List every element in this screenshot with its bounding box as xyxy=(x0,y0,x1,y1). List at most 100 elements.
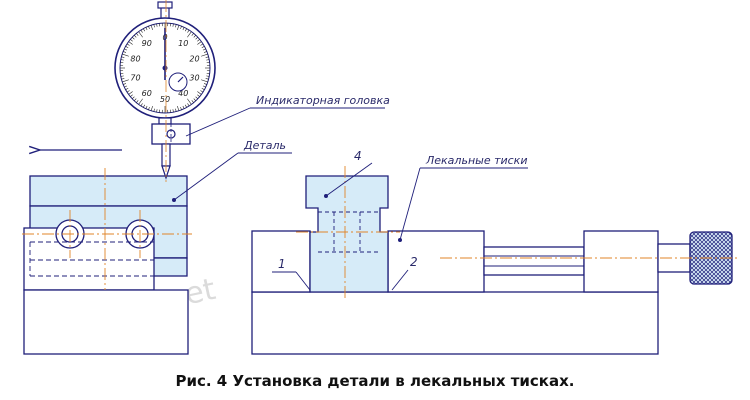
dial-tick xyxy=(203,51,207,53)
dial-tick xyxy=(148,26,150,30)
dial-tick xyxy=(180,26,182,30)
hidden-lines-part xyxy=(318,211,380,253)
dial-tick xyxy=(187,98,192,105)
dial-tick xyxy=(184,28,187,32)
dial-tick xyxy=(187,103,190,107)
dial-tick xyxy=(130,94,133,97)
dial-tick xyxy=(172,23,174,27)
dial-tick xyxy=(200,43,204,46)
dial-scale-label: 80 xyxy=(130,54,140,63)
dial-tick xyxy=(187,29,190,33)
left-assembly xyxy=(23,175,189,355)
leader-2 xyxy=(391,269,409,291)
dial-tick xyxy=(140,103,143,107)
dial-scale-label: 60 xyxy=(142,89,152,98)
dial-tick xyxy=(182,105,185,109)
dial-tick xyxy=(156,23,158,27)
dial-tick xyxy=(130,39,133,42)
dial-tick xyxy=(202,85,206,88)
dial-tick xyxy=(202,48,206,51)
dial-tick xyxy=(191,33,194,36)
callout-4: 4 xyxy=(354,149,362,163)
figure-caption: Рис. 4 Установка детали в лекальных тиск… xyxy=(175,372,575,390)
dial-tick xyxy=(153,108,155,112)
dial-tick xyxy=(120,75,124,77)
dial-tick xyxy=(136,100,139,103)
dial-scale-label: 90 xyxy=(142,39,152,48)
dial-tick xyxy=(128,91,133,95)
dial-tick xyxy=(148,106,150,110)
dial-tick xyxy=(138,31,143,38)
dial-tick xyxy=(126,90,130,93)
dial-top-cap xyxy=(157,1,173,9)
dial-scale-label: 50 xyxy=(160,95,170,104)
dial-tick xyxy=(122,79,129,83)
centerlines-right xyxy=(296,166,740,300)
dial-tick xyxy=(145,27,148,31)
dial-tick xyxy=(133,34,137,38)
dial-tick xyxy=(150,25,153,31)
leader-4 xyxy=(325,162,373,197)
dial-tick xyxy=(193,34,197,38)
dial-tick xyxy=(124,48,128,51)
part-top-block xyxy=(29,175,188,207)
dial-tick xyxy=(197,39,200,42)
dial-tick xyxy=(145,105,148,109)
dial-tick xyxy=(182,27,185,31)
dial-tick xyxy=(203,83,207,85)
dial-tick xyxy=(120,59,124,61)
dial-tick xyxy=(201,53,208,57)
dial-sub-needle xyxy=(177,76,184,83)
dial-scale-label: 10 xyxy=(178,39,188,48)
dial-tick xyxy=(123,83,127,85)
dial-tick xyxy=(197,94,200,97)
label-part: Деталь xyxy=(243,139,286,152)
dial-scale-label: 70 xyxy=(130,74,140,83)
dial-tick xyxy=(143,104,146,108)
dial-tick xyxy=(121,78,125,80)
hidden-lines-left xyxy=(29,241,154,277)
end-block xyxy=(583,230,659,293)
dial-tick xyxy=(206,59,210,61)
dial-tick xyxy=(195,96,199,100)
dial-tick xyxy=(177,105,180,111)
dial-tick xyxy=(123,51,127,53)
dial-tick xyxy=(175,108,177,112)
dial-tick xyxy=(138,98,143,105)
dial-tick xyxy=(184,104,187,108)
dial-tick xyxy=(131,36,135,40)
dial-tick xyxy=(201,79,208,83)
dial-tick xyxy=(128,41,133,45)
dial-tick xyxy=(177,25,180,31)
dial-tick xyxy=(122,53,129,57)
dial-tick xyxy=(191,100,194,103)
dial-tick xyxy=(180,106,182,110)
dial-tick xyxy=(197,41,202,45)
dial-tick xyxy=(133,98,137,102)
dial-tick xyxy=(150,105,153,111)
dial-tick xyxy=(140,29,143,33)
dial-tick xyxy=(172,109,174,113)
movable-jaw xyxy=(387,230,485,293)
dial-tick xyxy=(206,75,210,77)
callout-2: 2 xyxy=(410,255,418,269)
dial-tick xyxy=(121,56,125,58)
dial-tick xyxy=(125,46,129,49)
dial-scale-label: 40 xyxy=(178,89,188,98)
leader-part xyxy=(173,152,292,201)
dial-tick xyxy=(195,36,199,40)
dial-tick xyxy=(193,98,197,102)
label-indicator-head: Индикаторная головка xyxy=(256,94,390,107)
dial-indicator: 0102030405060708090 xyxy=(114,0,216,182)
dial-scale-label: 20 xyxy=(189,54,199,63)
dial-tick xyxy=(197,91,202,95)
dial-scale-label: 30 xyxy=(189,74,199,83)
dial-tick xyxy=(205,78,209,80)
vise-right-view xyxy=(251,175,733,355)
dial-tick xyxy=(126,43,130,46)
guide-rail xyxy=(483,246,585,276)
dial-tick xyxy=(153,24,155,28)
leader-1 xyxy=(272,271,311,291)
dial-tick xyxy=(201,87,205,90)
dial-tick xyxy=(200,90,204,93)
